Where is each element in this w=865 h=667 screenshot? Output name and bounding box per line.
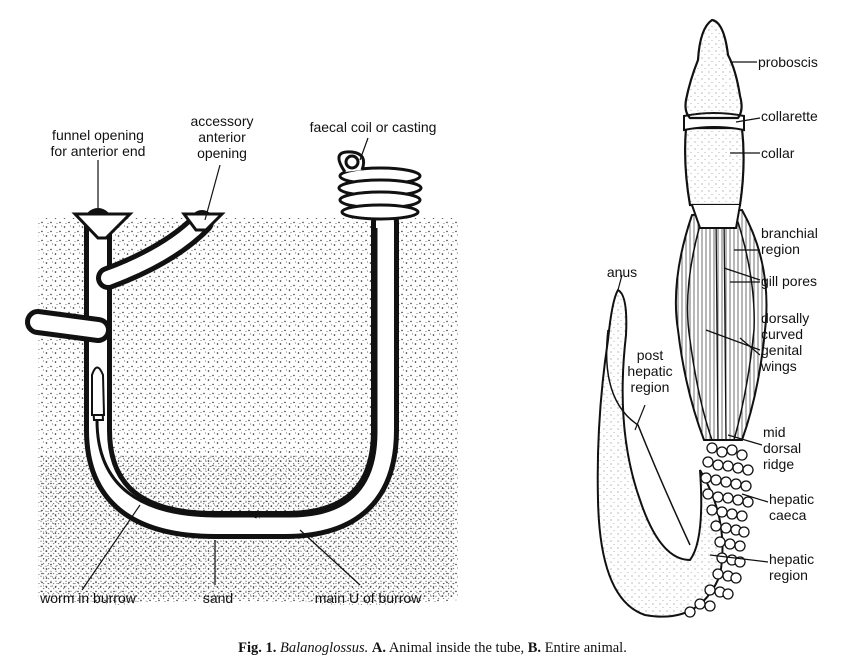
label-funnel-opening: funnel opening for anterior end xyxy=(51,127,146,159)
label-collar: collar xyxy=(761,145,795,161)
label-caeca-line-1: hepatic xyxy=(769,491,815,507)
hepatic-caeca xyxy=(684,442,754,618)
burrow-panel xyxy=(25,137,458,605)
label-hepatic-caeca: hepatic caeca xyxy=(769,491,814,523)
panel-b-leaders xyxy=(617,61,769,563)
label-proboscis: proboscis xyxy=(758,54,818,70)
caption-label-a: A. xyxy=(371,640,386,656)
label-anus: anus xyxy=(606,264,638,280)
label-mid-line-1: mid xyxy=(763,424,786,440)
label-sand: sand xyxy=(202,590,234,606)
label-main-u: main U of burrow xyxy=(314,590,422,606)
label-genital-line-1: dorsally xyxy=(761,310,810,326)
label-post-hepatic-region: post hepatic region xyxy=(627,347,672,395)
label-gill-pores: gill pores xyxy=(761,273,818,289)
worm-body xyxy=(95,228,378,518)
burrow-tube xyxy=(25,208,399,539)
label-mid-line-2: dorsal xyxy=(763,440,802,456)
trunk-tail xyxy=(596,288,724,618)
label-accessory-opening: accessory anterior opening xyxy=(190,113,253,161)
accessory-opening xyxy=(181,212,226,232)
label-hepatic-region: hepatic region xyxy=(769,551,814,583)
faecal-coil xyxy=(337,150,423,221)
caption-fig-number: Fig. 1. xyxy=(238,640,277,656)
animal-panel xyxy=(596,18,769,618)
label-post-line-1: post xyxy=(636,347,664,363)
panel-a-leaders xyxy=(81,137,369,591)
branchial-region xyxy=(674,208,768,441)
label-genital-line-2: curved xyxy=(761,326,804,342)
mid-dorsal-ridge xyxy=(715,214,727,441)
funnel-opening xyxy=(71,212,134,240)
caption-genus: Balanoglossus. xyxy=(280,640,369,656)
caption-label-b: B. xyxy=(527,640,542,656)
collar xyxy=(684,126,745,207)
label-funnel-line-1: funnel opening xyxy=(52,127,144,143)
label-funnel-line-2: for anterior end xyxy=(50,143,146,159)
label-hepatic-line-1: hepatic xyxy=(769,551,815,567)
label-mid-line-3: ridge xyxy=(763,456,795,472)
label-genital-line-4: wings xyxy=(761,358,797,374)
label-branchial-line-1: branchial xyxy=(761,225,818,241)
label-accessory-line-2: anterior xyxy=(198,129,246,145)
label-hepatic-line-2: region xyxy=(769,567,808,583)
label-accessory-line-3: opening xyxy=(197,145,247,161)
label-genital-line-3: genital xyxy=(761,342,803,358)
label-accessory-line-1: accessory xyxy=(190,113,254,129)
label-branchial-line-2: region xyxy=(761,241,800,257)
label-caeca-line-2: caeca xyxy=(769,507,807,523)
label-mid-dorsal-ridge: mid dorsal ridge xyxy=(763,424,801,472)
figure-caption: Fig. 1. Balanoglossus. A. Animal inside … xyxy=(0,640,865,657)
genital-wings xyxy=(686,221,755,441)
label-branchial-region: branchial region xyxy=(761,225,818,257)
label-genital-wings: dorsally curved genital wings xyxy=(761,310,809,374)
proboscis xyxy=(684,18,743,120)
label-post-line-2: hepatic xyxy=(627,363,673,379)
label-worm-in-burrow: worm in burrow xyxy=(40,590,136,606)
worm-proboscis xyxy=(91,366,106,416)
label-faecal-coil: faecal coil or casting xyxy=(309,119,437,135)
caption-text-a: Animal inside the tube, xyxy=(388,640,525,656)
label-post-line-3: region xyxy=(630,379,670,395)
label-collarette: collarette xyxy=(761,108,818,124)
caption-text-b: Entire animal. xyxy=(544,640,627,656)
